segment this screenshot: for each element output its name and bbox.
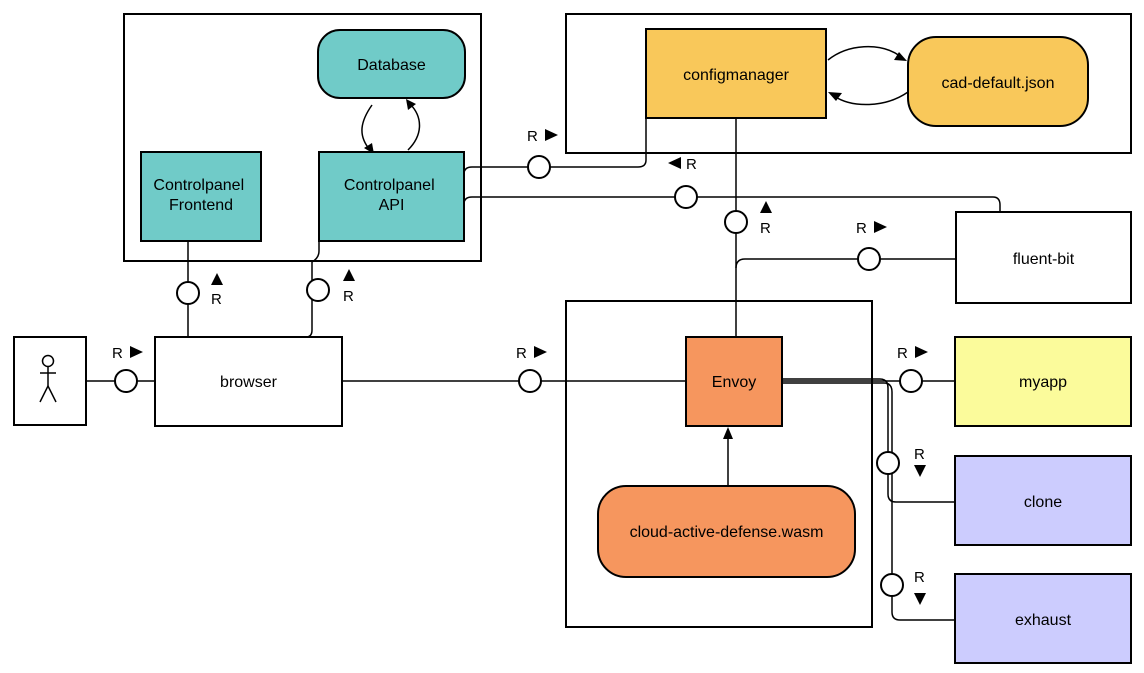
- r-label-envoy-fluentbit: R: [856, 220, 867, 237]
- r-label-api-configmanager: R: [527, 128, 538, 145]
- cad-default-json-label: cad-default.json: [942, 75, 1055, 92]
- port-frontend-browser: [176, 281, 200, 305]
- arrow-up-icon: [343, 269, 355, 281]
- exhaust-node[interactable]: [954, 573, 1132, 664]
- user-actor-icon: [39, 354, 57, 403]
- port-browser-envoy: [518, 369, 542, 393]
- arrowhead-json: [894, 52, 907, 61]
- configmanager-label: configmanager: [683, 67, 790, 84]
- port-envoy-myapp: [899, 369, 923, 393]
- configmanager-group-box: [565, 13, 1132, 154]
- controlpanel-frontend-label-line2: Frontend: [169, 197, 233, 214]
- database-label: Database: [357, 57, 426, 74]
- database-node[interactable]: [317, 29, 466, 99]
- envoy-label: Envoy: [712, 374, 756, 391]
- browser-label: browser: [220, 374, 278, 391]
- controlpanel-frontend-label: Controlpanel Frontend: [153, 177, 248, 214]
- user-actor-box[interactable]: [13, 336, 87, 426]
- arrow-left-icon: [668, 157, 681, 169]
- fluent-bit-node[interactable]: [955, 211, 1132, 304]
- controlpanel-api-label: Controlpanel API: [344, 177, 439, 214]
- edge-configmanager-to-json: [827, 46, 901, 61]
- controlpanel-api-node[interactable]: [318, 151, 465, 242]
- clone-label: clone: [1024, 494, 1062, 511]
- arrow-right-icon: [534, 346, 547, 358]
- edge-api-to-database: [407, 103, 421, 151]
- fluent-bit-label: fluent-bit: [1013, 251, 1075, 268]
- r-label-envoy-myapp: R: [897, 345, 908, 362]
- wasm-node[interactable]: [597, 485, 856, 578]
- arrow-up-icon: [760, 201, 772, 213]
- edge-json-to-configmanager: [833, 91, 909, 106]
- edge-envoy-exhaust: [782, 382, 955, 621]
- edge-envoy-clone: [782, 378, 955, 503]
- clone-node[interactable]: [954, 455, 1132, 546]
- controlpanel-api-label-line2: API: [379, 197, 405, 214]
- r-label-envoy-exhaust: R: [914, 569, 925, 586]
- arrow-up-icon: [211, 273, 223, 285]
- controlpanel-api-label-line1: Controlpanel: [344, 177, 435, 194]
- port-actor-browser: [114, 369, 138, 393]
- controlpanel-group-box: [123, 13, 482, 262]
- port-api-browser: [306, 278, 330, 302]
- port-envoy-fluentbit: [857, 247, 881, 271]
- port-envoy-clone: [876, 451, 900, 475]
- port-envoy-exhaust: [880, 573, 904, 597]
- exhaust-label: exhaust: [1015, 612, 1072, 629]
- configmanager-node[interactable]: [645, 28, 827, 119]
- arrow-down-icon: [914, 465, 926, 477]
- edge-api-fluentbit: [463, 196, 1001, 212]
- myapp-label: myapp: [1019, 374, 1067, 391]
- browser-node[interactable]: [154, 336, 343, 427]
- envoy-group-box: [565, 300, 873, 628]
- envoy-node[interactable]: [685, 336, 783, 427]
- arrowhead-configmanager: [828, 92, 842, 101]
- r-label-api-browser: R: [343, 288, 354, 305]
- edge-database-to-api: [361, 104, 373, 151]
- controlpanel-frontend-label-line1: Controlpanel: [153, 177, 244, 194]
- arrowhead-database: [406, 99, 416, 110]
- arrow-down-icon: [914, 593, 926, 605]
- port-api-configmanager: [527, 155, 551, 179]
- r-label-envoy-clone: R: [914, 446, 925, 463]
- arrow-right-icon: [874, 221, 887, 233]
- wasm-label: cloud-active-defense.wasm: [630, 524, 824, 541]
- r-label-browser-envoy: R: [516, 345, 527, 362]
- r-label-configmanager-envoy: R: [760, 220, 771, 237]
- arrow-right-icon: [545, 129, 558, 141]
- port-api-fluentbit: [674, 185, 698, 209]
- r-label-actor-browser: R: [112, 345, 123, 362]
- arrowhead-envoy: [723, 427, 733, 439]
- controlpanel-frontend-node[interactable]: [140, 151, 262, 242]
- arrow-right-icon: [130, 346, 143, 358]
- r-label-frontend-browser: R: [211, 291, 222, 308]
- arrow-right-icon: [915, 346, 928, 358]
- cad-default-json-node[interactable]: [907, 36, 1089, 127]
- r-label-api-fluentbit: R: [686, 156, 697, 173]
- port-configmanager-envoy: [724, 210, 748, 234]
- myapp-node[interactable]: [954, 336, 1132, 427]
- edge-envoy-fluentbit: [735, 258, 956, 269]
